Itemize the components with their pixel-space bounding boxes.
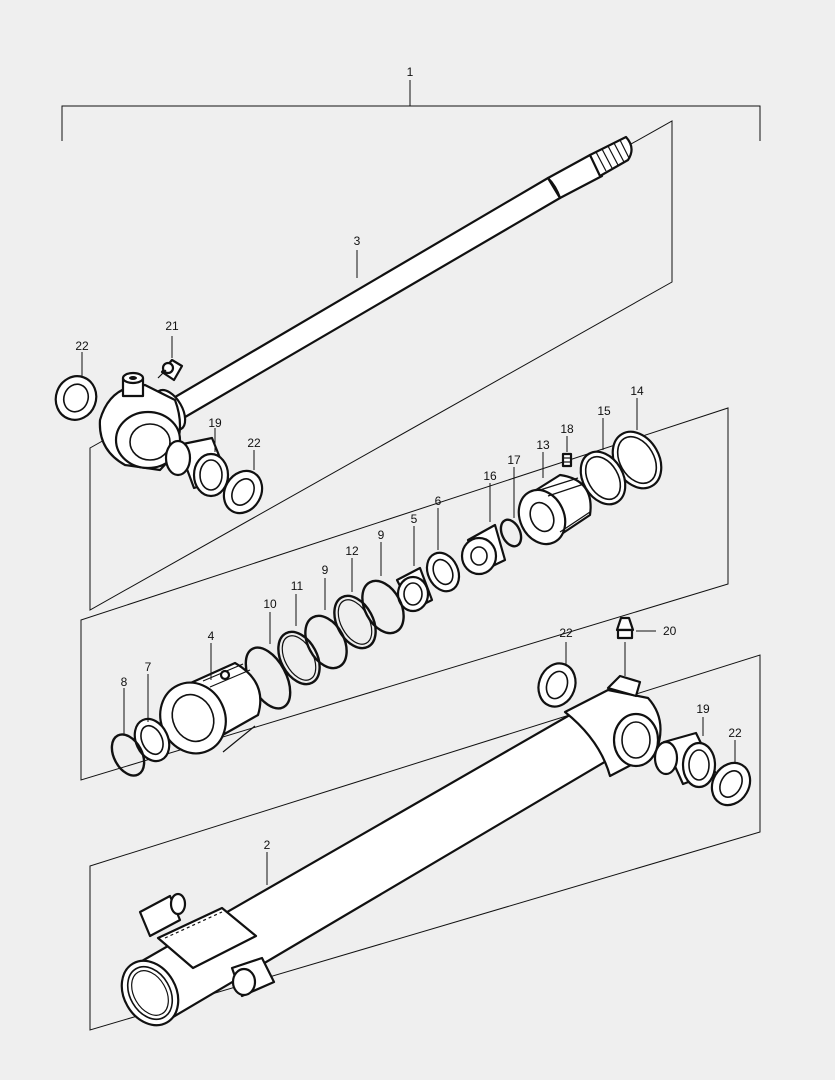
callout-11: 11: [291, 579, 304, 593]
cylinder-tube: [120, 710, 610, 1027]
callout-12: 12: [345, 544, 359, 558]
washer-left: [54, 352, 98, 421]
tube-group-frame: [89, 654, 761, 1031]
washer-rod-eye-right: [222, 450, 264, 515]
piston-13: [517, 452, 592, 546]
callout-1: 1: [407, 65, 414, 79]
callout-6: 6: [435, 494, 442, 508]
bushing-tube-head: [653, 717, 717, 789]
callout-7: 7: [145, 660, 152, 674]
callout-22: 22: [75, 339, 89, 353]
callout-19: 19: [696, 702, 710, 716]
assembly-bracket: [61, 80, 761, 141]
elbow-fitting: [157, 336, 184, 382]
callout-20: 20: [663, 624, 677, 638]
callout-13: 13: [536, 438, 550, 452]
callout-22: 22: [728, 726, 742, 740]
callout-2: 2: [264, 838, 271, 852]
washer-tube-top: [537, 642, 577, 708]
gland-4: [159, 643, 262, 755]
callout-19: 19: [208, 416, 222, 430]
callout-9: 9: [322, 563, 329, 577]
callout-9: 9: [378, 528, 385, 542]
set-screw-18: [561, 436, 573, 468]
seal-ring-15: [579, 418, 627, 506]
callout-3: 3: [354, 234, 361, 248]
callout-labels: 1 3 21 22 19 22 14 15 18 13 17 16 6 5 9 …: [75, 65, 742, 852]
o-ring-8: [110, 688, 146, 777]
piston-rod: [153, 135, 633, 432]
callout-14: 14: [630, 384, 644, 398]
backup-ring-9-left: [304, 578, 348, 670]
rod-eye: [98, 371, 182, 472]
collar-16: [460, 483, 507, 576]
callout-17: 17: [507, 453, 521, 467]
callout-22: 22: [247, 436, 261, 450]
bushing-rod-eye: [164, 428, 230, 498]
callout-16: 16: [483, 469, 497, 483]
callout-15: 15: [597, 404, 611, 418]
callout-10: 10: [263, 597, 277, 611]
washer-6: [425, 508, 461, 593]
piston-group-frame: [80, 407, 729, 781]
seal-12: [333, 558, 377, 650]
callout-8: 8: [121, 675, 128, 689]
o-ring-17: [499, 467, 523, 548]
washer-7: [133, 674, 171, 763]
bushing-5: [395, 526, 434, 613]
callout-18: 18: [560, 422, 574, 436]
callout-5: 5: [411, 512, 418, 526]
washer-tube-right: [710, 740, 752, 807]
tube-head: [563, 642, 662, 778]
callout-4: 4: [208, 629, 215, 643]
seal-ring-14: [611, 398, 663, 490]
callout-21: 21: [165, 319, 179, 333]
seal-11: [277, 594, 321, 686]
grease-nipple-20: [615, 616, 656, 640]
callout-22: 22: [559, 626, 573, 640]
